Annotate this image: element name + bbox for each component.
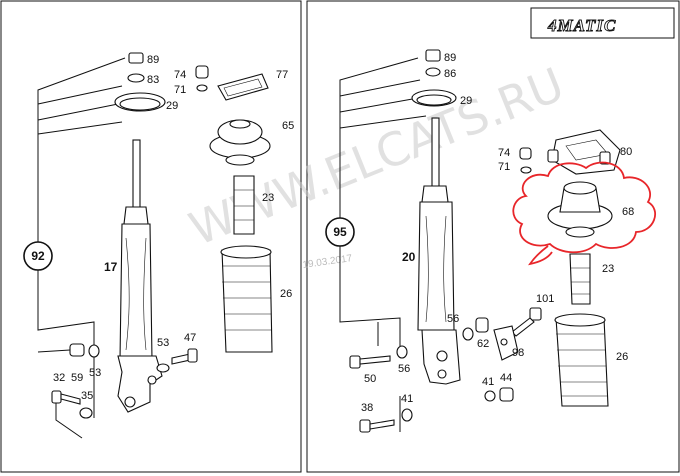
clamp-ring-29-left [114, 92, 166, 112]
label-29-left: 29 [166, 100, 178, 112]
washer-56-upper [462, 327, 474, 341]
bolt-101 [511, 307, 542, 337]
watermark-date: 19.03.2017 [302, 253, 354, 271]
label-32: 32 [53, 372, 65, 384]
label-62: 62 [477, 338, 489, 350]
callout-95 [325, 217, 355, 247]
label-98: 98 [512, 347, 524, 359]
label-26-left: 26 [280, 288, 292, 300]
label-50: 50 [364, 373, 376, 385]
label-56-lower: 56 [398, 363, 410, 375]
label-74-left: 74 [174, 69, 186, 81]
label-83-left: 83 [147, 74, 159, 86]
left-bracket-bottom [37, 268, 95, 418]
highlight-cloud [512, 161, 656, 254]
washer-53-lower-b [88, 344, 100, 358]
bump-stop-23-left [233, 175, 255, 235]
label-74-right: 74 [498, 147, 510, 159]
label-23-left: 23 [262, 192, 274, 204]
washer-35 [79, 407, 93, 419]
label-38: 38 [361, 402, 373, 414]
strut-20 [417, 117, 461, 385]
label-17: 17 [104, 260, 118, 274]
label-29-right: 29 [460, 95, 472, 107]
callout-92-label: 92 [31, 249, 45, 263]
left-bracket-top [37, 57, 126, 242]
label-71-left: 71 [174, 84, 186, 96]
label-53-lower: 53 [89, 367, 101, 379]
label-65: 65 [282, 120, 294, 132]
clamp-ring-29-right [411, 89, 457, 107]
strut-mount-68 [547, 181, 613, 238]
washer-71-left [196, 84, 208, 92]
nut-53-lower-a [69, 343, 85, 357]
label-47: 47 [184, 332, 196, 344]
callout-92 [23, 241, 53, 271]
bolt-32 [51, 390, 81, 405]
nut-44 [499, 387, 514, 402]
bolt-50 [349, 355, 391, 369]
dust-boot-26-left [220, 245, 273, 353]
washer-71-right [520, 166, 532, 174]
callout-95-label: 95 [333, 225, 347, 239]
strut-17 [117, 139, 163, 413]
label-23-right: 23 [602, 263, 614, 275]
washer-41-lower [401, 408, 413, 422]
label-20: 20 [402, 250, 416, 264]
right-bracket-top [339, 57, 419, 218]
label-59: 59 [71, 372, 83, 384]
left-panel-frame [0, 0, 302, 473]
label-101: 101 [536, 293, 554, 305]
nut-89-left [128, 52, 144, 64]
washer-53-upper [156, 363, 170, 373]
right-assembly: 95 89 86 29 74 71 80 68 23 20 26 101 56 … [325, 49, 656, 433]
nut-62 [475, 317, 489, 333]
washer-56-lower [396, 345, 408, 359]
label-26-right: 26 [616, 351, 628, 363]
label-56-upper: 56 [447, 313, 459, 325]
bracket-98 [493, 325, 519, 361]
nut-74-left [195, 65, 209, 79]
label-41-lower: 41 [401, 393, 413, 405]
label-89-right: 89 [444, 52, 456, 64]
label-35: 35 [81, 390, 93, 402]
plate-77 [217, 73, 269, 101]
label-68: 68 [622, 206, 634, 218]
right-panel-frame [306, 0, 680, 473]
nut-74-right [519, 147, 532, 160]
washer-83-left [127, 73, 145, 83]
bolt-47 [171, 348, 198, 365]
bump-stop-23-right [569, 253, 591, 305]
label-53-upper: 53 [157, 337, 169, 349]
dust-boot-26-right [554, 313, 609, 407]
label-44: 44 [500, 372, 512, 384]
bolt-38 [359, 419, 395, 433]
label-41-right: 41 [482, 376, 494, 388]
label-71-right: 71 [498, 161, 510, 173]
badge-text: 4MATIC [547, 16, 616, 35]
washer-86 [425, 67, 441, 77]
label-80: 80 [620, 146, 632, 158]
strut-mount-65 [209, 119, 271, 166]
4matic-badge: 4MATIC [530, 7, 675, 39]
nut-89-right [425, 49, 441, 62]
label-89-left: 89 [147, 54, 159, 66]
right-bracket-bottom [339, 246, 401, 348]
washer-41-right [484, 390, 496, 402]
label-77: 77 [276, 69, 288, 81]
label-86: 86 [444, 68, 456, 80]
left-assembly: 92 89 83 29 74 71 77 65 23 26 17 53 47 5… [23, 52, 294, 439]
